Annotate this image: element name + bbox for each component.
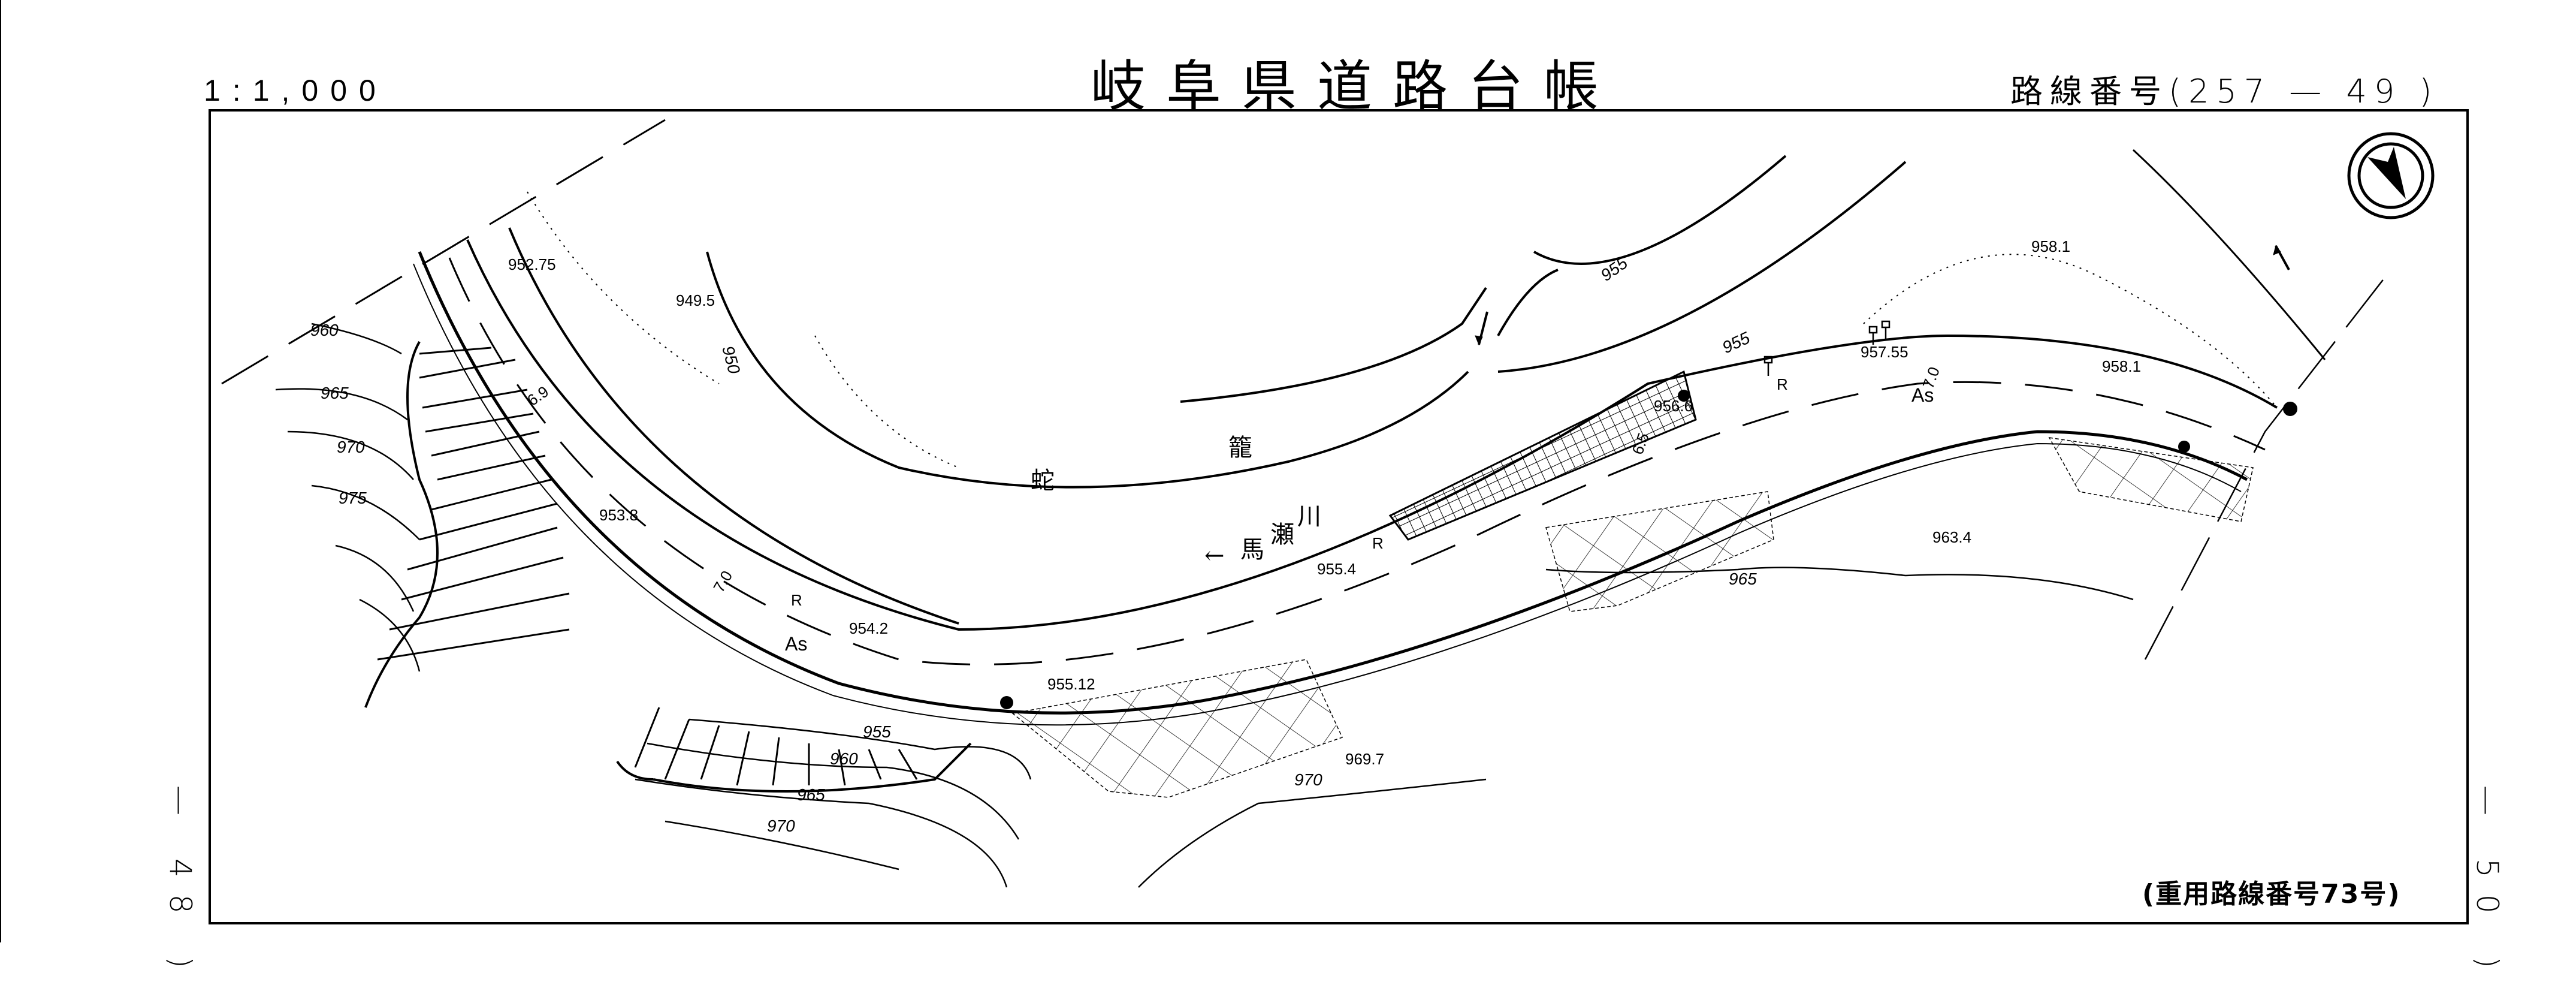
gabion-grid [1388,370,1697,541]
contour-label: 955 [1597,253,1631,284]
map-labels: ← 馬 瀬 川 蛇 籠 952.75 949.5 953.8 954.2 955… [310,237,2141,835]
terrain-curve-east [2132,149,2326,360]
map-frame [209,109,2469,924]
pavement-label: As [785,633,807,655]
spot-elevation: 952.75 [508,255,556,273]
contour-label: 955 [1719,328,1753,357]
road-centerline [448,257,2266,665]
spot-elevation: 953.8 [599,506,638,524]
fill-hatch-middle [1545,491,1774,612]
structure-label: R [791,591,802,609]
spot-elevation: 958.1 [2102,357,2141,375]
width-dimension: 6.9 [524,382,552,409]
contour-label: 970 [1294,770,1322,789]
map-scale: 1:1,000 [204,74,388,107]
road-edge-south [413,251,2248,726]
contour-label: 955 [863,722,891,741]
spot-elevation: 955.4 [1317,560,1356,578]
gabion-label-char-2: 籠 [1228,434,1252,462]
contour-label: 965 [1729,570,1757,588]
contour-label: 975 [339,489,367,507]
spot-elevation: 955.12 [1047,675,1095,693]
route-number: 路線番号(257 — 49 ) [2010,73,2439,110]
spot-elevation: 957.55 [1861,343,1908,361]
contour-lines-south [635,567,2134,888]
river-name-char-3: 川 [1297,503,1321,531]
spot-elevation: 958.1 [2031,237,2070,255]
pavement-label: As [1911,384,1934,406]
road-ledger-map: ← 馬 瀬 川 蛇 籠 952.75 949.5 953.8 954.2 955… [221,119,2435,888]
river-bank [508,155,1907,625]
spot-elevation: 949.5 [676,291,715,309]
utility-poles [1763,320,1891,376]
contour-label: 950 [718,344,744,376]
river-name-char-1: 馬 [1240,536,1264,564]
contour-label: 970 [767,817,795,835]
spot-elevation: 963.4 [1932,528,1971,546]
page-title: 岐阜県道路台帳 [1091,55,1620,119]
contour-label: 965 [321,384,349,402]
survey-points [1000,390,2297,709]
contour-label: 960 [310,321,339,339]
sheet-match-line [2144,269,2391,660]
sheet-left-edge [0,0,1,942]
spot-elevation: 954.2 [849,619,888,637]
spot-elevation: 969.7 [1345,750,1384,768]
width-dimension: 7.0 [709,568,736,595]
contour-label: 960 [830,749,858,768]
structure-label: R [1372,534,1384,552]
contour-label: 965 [797,785,825,804]
map-frame-bottom [209,922,2469,924]
gabion-label-char-1: 蛇 [1031,467,1055,495]
river-name-char-2: 瀬 [1270,521,1294,549]
contour-lines-left [275,323,421,672]
boundary-dashed-line [221,119,666,385]
contour-label: 970 [337,438,365,456]
river-flow-arrow: ← [1204,542,1225,570]
fill-hatch-east [2048,437,2254,522]
overlap-route-note: (重用路線番号73号) [2142,879,2401,909]
north-arrow-icon [2347,132,2435,219]
structure-label: R [1777,375,1788,393]
spot-elevation: 956.6 [1654,397,1693,415]
fill-hatch-south [1011,659,1343,798]
